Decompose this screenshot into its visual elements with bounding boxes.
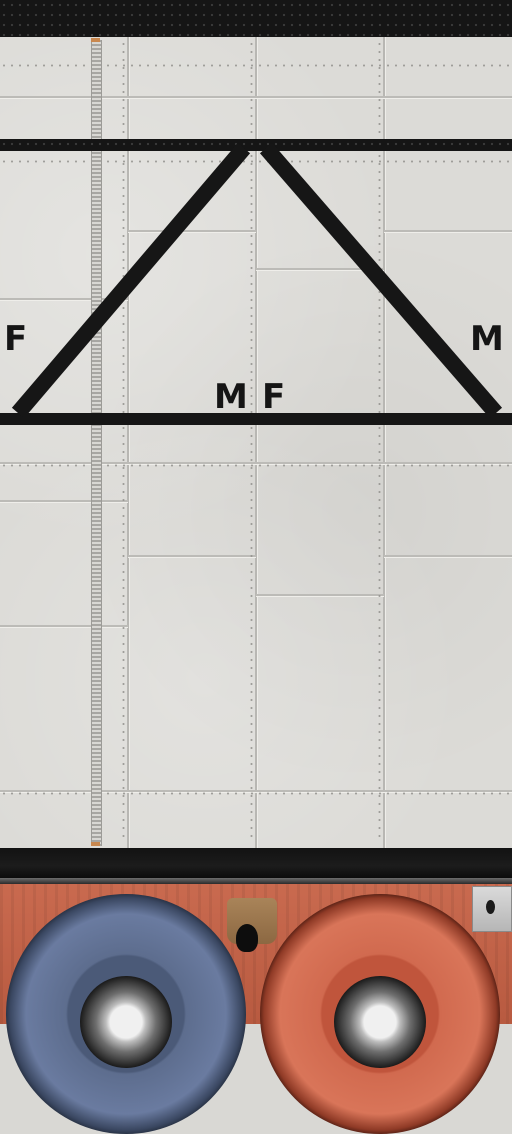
top-beam: [0, 0, 512, 37]
panel-seam: [128, 230, 256, 232]
trailer-side-panel: F M M F: [0, 0, 512, 848]
label-left: F: [4, 319, 28, 359]
chassis-beam: [0, 848, 512, 878]
panel-seam: [0, 298, 128, 300]
bracket-hole: [236, 924, 258, 952]
rivet-row: [0, 160, 512, 163]
ladder-cap: [91, 842, 100, 846]
tag-hole: [486, 900, 495, 914]
panel-seam: [0, 462, 512, 464]
label-right: M: [470, 319, 504, 359]
label-center-right: F: [262, 377, 286, 417]
upper-rail: [0, 139, 512, 151]
truss-diagonals: [11, 142, 503, 419]
rivet-row: [0, 792, 512, 795]
panel-seam: [128, 555, 256, 557]
panel-seam: [0, 500, 128, 502]
panel-seam: [0, 790, 512, 792]
rivet-row: [0, 464, 512, 467]
ladder-icon: [91, 40, 102, 846]
label-center-left: M: [214, 377, 248, 417]
panel-seam: [256, 594, 384, 596]
truss-left-diagonal: [11, 142, 251, 419]
panel-seam: [0, 96, 512, 98]
rivet-column: [250, 40, 253, 840]
lower-rail: [0, 413, 512, 425]
ladder-cap: [91, 38, 100, 42]
rivet-column: [378, 40, 381, 840]
panel-seam: [0, 625, 128, 627]
hub-icon: [80, 976, 172, 1068]
hub-icon: [334, 976, 426, 1068]
chassis-strip: [0, 878, 512, 884]
panel-seam: [384, 555, 512, 557]
panel-seam: [256, 268, 384, 270]
rivet-column: [122, 40, 125, 840]
truss-right-diagonal: [259, 142, 503, 419]
rivet-row: [0, 64, 512, 67]
panel-seam: [384, 230, 512, 232]
